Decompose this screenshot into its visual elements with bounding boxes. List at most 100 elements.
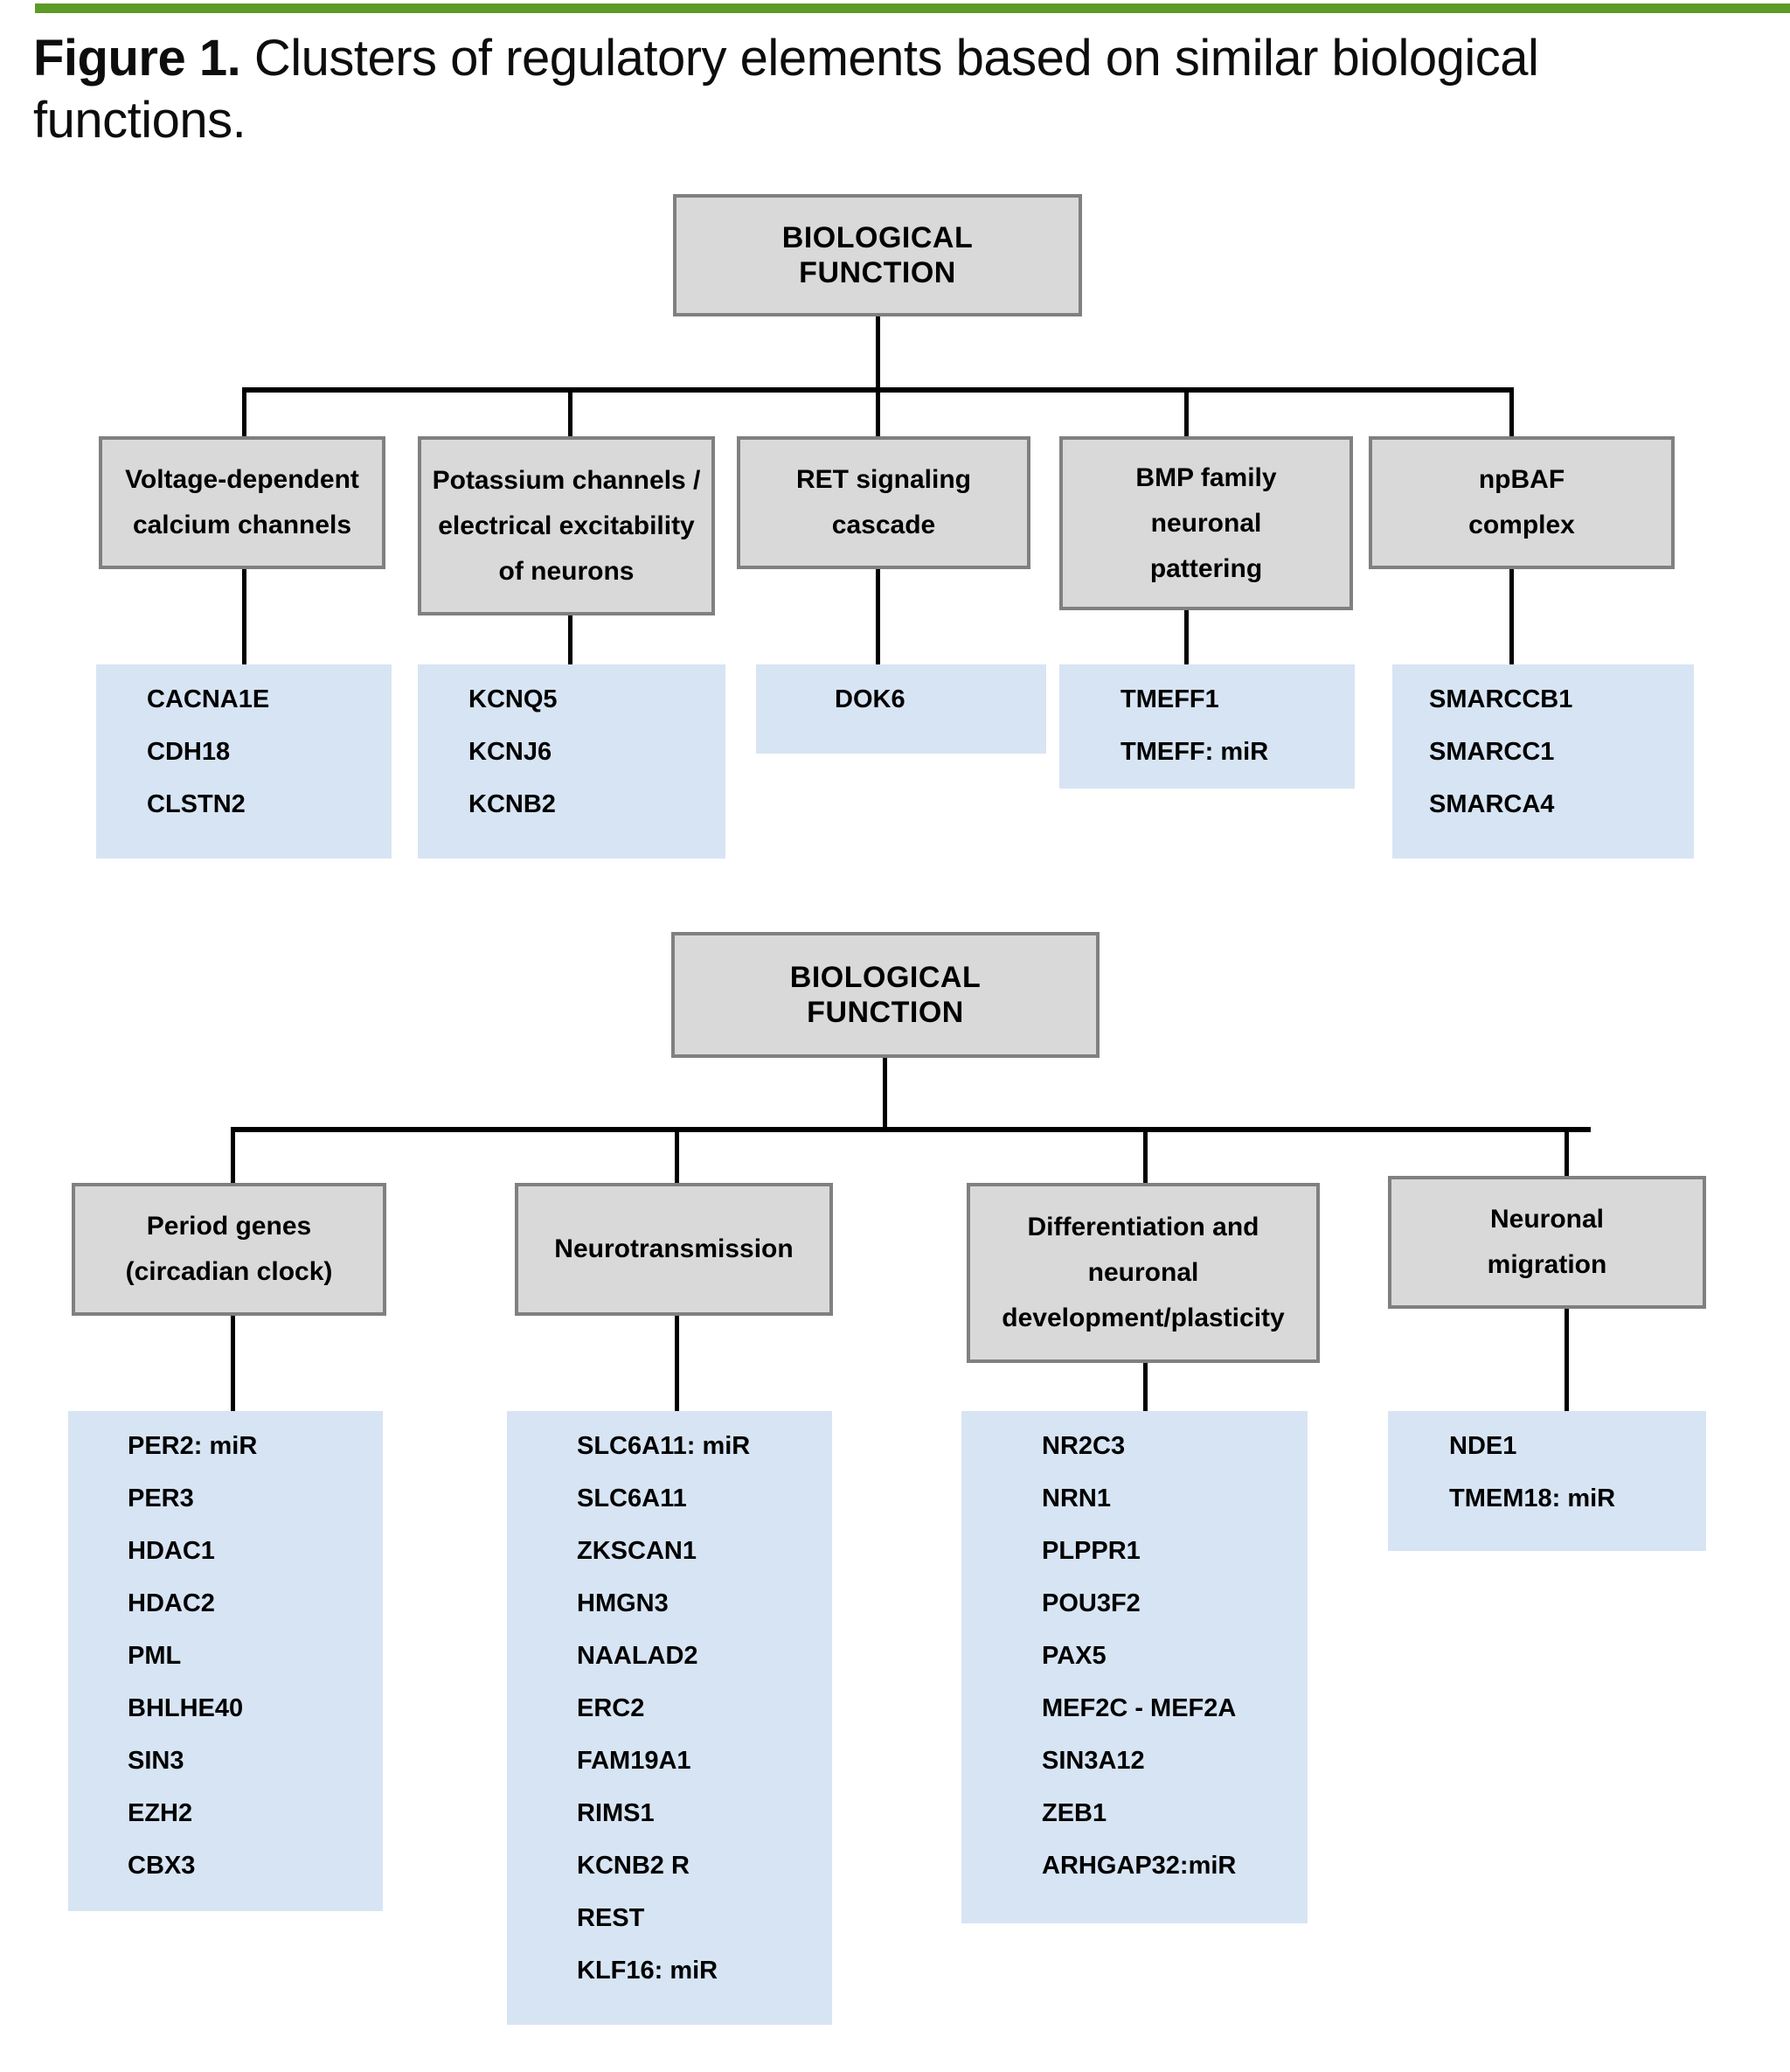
root-title-line2: FUNCTION <box>799 256 956 289</box>
connector-gene-leg-1-2 <box>568 615 572 667</box>
gene-item: ARHGAP32:miR <box>1042 1852 1237 1880</box>
category-label: migration <box>1487 1250 1607 1279</box>
gene-box-2-3: NR2C3 NRN1 PLPPR1 POU3F2 PAX5 MEF2C - ME… <box>961 1411 1308 1923</box>
category-label: (circadian clock) <box>125 1257 333 1286</box>
category-box-1-1: Voltage-dependent calcium channels <box>99 436 385 569</box>
category-label: electrical excitability <box>438 511 695 540</box>
category-label: Potassium channels / <box>432 465 701 495</box>
gene-box-2-1: PER2: miR PER3 HDAC1 HDAC2 PML BHLHE40 S… <box>68 1411 383 1911</box>
gene-item: TMEFF: miR <box>1120 738 1269 766</box>
category-label: neuronal <box>1150 508 1262 538</box>
gene-item: CBX3 <box>128 1852 196 1880</box>
gene-item: ZEB1 <box>1042 1799 1107 1827</box>
gene-item: SIN3A12 <box>1042 1747 1145 1775</box>
connector-gene-leg-2-2 <box>675 1315 679 1413</box>
gene-item: PER2: miR <box>128 1432 258 1460</box>
category-box-2-1: Period genes (circadian clock) <box>72 1183 386 1316</box>
category-label: of neurons <box>498 556 635 586</box>
figure-label: Figure 1. <box>33 30 241 87</box>
gene-item: MEF2C - MEF2A <box>1042 1694 1237 1722</box>
category-label: Neuronal <box>1489 1205 1605 1234</box>
category-label: Neurotransmission <box>554 1234 794 1263</box>
accent-bar <box>35 3 1790 13</box>
gene-item: ZKSCAN1 <box>577 1537 697 1565</box>
gene-item: BHLHE40 <box>128 1694 244 1722</box>
root-title-line1: BIOLOGICAL <box>781 220 974 254</box>
gene-item: ERC2 <box>577 1694 645 1722</box>
gene-item: TMEM18: miR <box>1449 1484 1616 1512</box>
connector-leg-1-3 <box>876 387 880 443</box>
connector-gene-leg-2-3 <box>1143 1362 1148 1413</box>
gene-item: SLC6A11: miR <box>577 1432 751 1460</box>
gene-item: RIMS1 <box>577 1799 655 1827</box>
category-label: pattering <box>1149 553 1263 583</box>
gene-item: NDE1 <box>1449 1432 1517 1460</box>
gene-box-2-4: NDE1 TMEM18: miR <box>1388 1411 1706 1551</box>
category-label: complex <box>1468 511 1575 539</box>
root-box-1: BIOLOGICAL FUNCTION <box>673 194 1082 316</box>
figure-caption: Figure 1. Clusters of regulatory element… <box>33 28 1676 152</box>
root-title-line1: BIOLOGICAL <box>789 960 982 994</box>
gene-item: KCNB2 <box>468 790 556 818</box>
gene-item: CDH18 <box>147 738 231 766</box>
gene-box-1-5: SMARCCB1 SMARCC1 SMARCA4 <box>1392 664 1694 859</box>
gene-box-1-2: KCNQ5 KCNJ6 KCNB2 <box>418 664 725 859</box>
connector-gene-leg-1-4 <box>1184 609 1189 667</box>
gene-item: SIN3 <box>128 1747 184 1775</box>
connector-leg-1-4 <box>1184 387 1189 443</box>
gene-item: NRN1 <box>1042 1484 1111 1512</box>
category-box-1-3: RET signaling cascade <box>737 436 1030 569</box>
gene-item: HMGN3 <box>577 1589 669 1617</box>
connector-root-stem-1 <box>876 316 880 392</box>
gene-item: HDAC1 <box>128 1537 215 1565</box>
gene-item: CACNA1E <box>147 685 270 713</box>
category-box-2-2: Neurotransmission <box>515 1183 833 1316</box>
gene-item: NAALAD2 <box>577 1642 698 1670</box>
connector-leg-2-2 <box>675 1127 679 1190</box>
gene-box-1-1: CACNA1E CDH18 CLSTN2 <box>96 664 392 859</box>
category-label: Differentiation and <box>1027 1213 1259 1241</box>
gene-item: SLC6A11 <box>577 1484 687 1512</box>
category-box-2-3: Differentiation and neuronal development… <box>967 1183 1320 1363</box>
category-label: cascade <box>831 511 936 539</box>
connector-gene-leg-2-4 <box>1565 1308 1569 1413</box>
connector-gene-leg-1-5 <box>1509 568 1514 666</box>
gene-item: EZH2 <box>128 1799 193 1827</box>
gene-item: POU3F2 <box>1042 1589 1141 1617</box>
connector-gene-leg-2-1 <box>231 1315 235 1413</box>
root-box-2: BIOLOGICAL FUNCTION <box>671 932 1100 1058</box>
gene-item: PAX5 <box>1042 1642 1107 1670</box>
connector-leg-2-1 <box>231 1127 235 1190</box>
gene-item: PER3 <box>128 1484 194 1512</box>
connector-leg-1-1 <box>242 387 246 443</box>
gene-item: KCNB2 R <box>577 1852 690 1880</box>
category-label: Voltage-dependent <box>125 465 359 494</box>
figure-caption-text: Clusters of regulatory elements based on… <box>33 30 1539 149</box>
gene-item: SMARCCB1 <box>1429 685 1573 713</box>
category-label: BMP family <box>1135 462 1277 492</box>
category-box-1-4: BMP family neuronal pattering <box>1059 436 1353 610</box>
gene-item: PML <box>128 1642 182 1670</box>
connector-leg-1-2 <box>568 387 572 443</box>
gene-item: PLPPR1 <box>1042 1537 1141 1565</box>
category-box-1-5: npBAF complex <box>1369 436 1675 569</box>
category-label: RET signaling <box>795 465 971 494</box>
gene-item: NR2C3 <box>1042 1432 1126 1460</box>
category-label: npBAF <box>1478 465 1565 494</box>
category-label: Period genes <box>146 1212 312 1241</box>
root-title-line2: FUNCTION <box>807 996 964 1029</box>
category-label: calcium channels <box>132 511 352 539</box>
gene-item: KLF16: miR <box>577 1957 718 1985</box>
gene-box-1-4: TMEFF1 TMEFF: miR <box>1059 664 1355 789</box>
gene-item: DOK6 <box>835 685 905 713</box>
connector-leg-2-3 <box>1143 1127 1148 1190</box>
gene-item: SMARCC1 <box>1429 738 1555 766</box>
gene-item: HDAC2 <box>128 1589 215 1617</box>
gene-item: REST <box>577 1904 645 1932</box>
connector-leg-2-4 <box>1565 1127 1569 1190</box>
gene-item: FAM19A1 <box>577 1747 691 1775</box>
gene-box-1-3: DOK6 <box>756 664 1046 754</box>
connector-bus-2 <box>231 1127 1591 1132</box>
gene-item: TMEFF1 <box>1120 685 1219 713</box>
connector-gene-leg-1-1 <box>242 568 246 666</box>
